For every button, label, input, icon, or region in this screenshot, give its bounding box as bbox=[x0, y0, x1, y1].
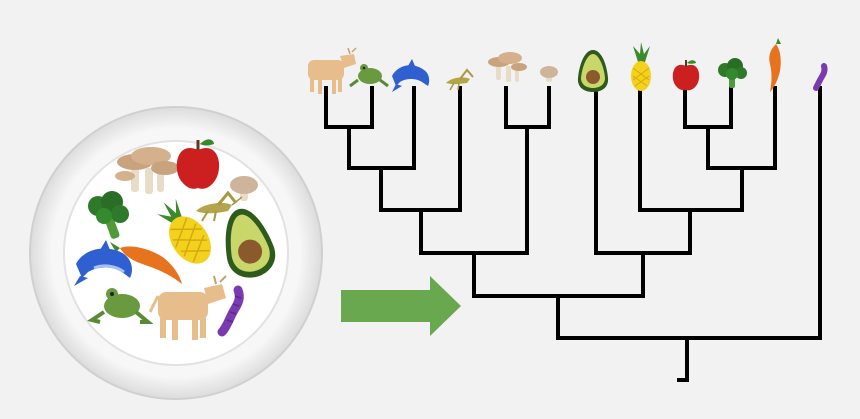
cow-icon bbox=[308, 47, 357, 94]
worm-icon bbox=[217, 285, 244, 337]
cow-icon bbox=[148, 275, 227, 340]
broccoli-icon bbox=[718, 58, 747, 88]
mushroom-icon bbox=[230, 176, 258, 201]
phylogenetic-tree bbox=[324, 86, 822, 382]
mushroom-icon bbox=[540, 66, 558, 82]
pineapple-icon bbox=[157, 198, 211, 264]
broccoli-icon bbox=[88, 191, 129, 239]
chili-pepper-icon bbox=[769, 38, 781, 92]
apple-icon bbox=[672, 60, 700, 91]
dolphin-icon bbox=[392, 59, 430, 92]
arrow-right-icon bbox=[341, 276, 461, 336]
tree-leaf-icons bbox=[308, 38, 828, 94]
avocado-icon bbox=[577, 50, 609, 92]
avocado-icon bbox=[225, 208, 276, 278]
dolphin-icon bbox=[74, 240, 132, 286]
worm-icon bbox=[813, 63, 828, 91]
mushroom-cluster-icon bbox=[115, 147, 179, 194]
plate-food bbox=[74, 139, 276, 340]
grasshopper-icon bbox=[196, 190, 243, 222]
frog-icon bbox=[349, 64, 389, 88]
plate bbox=[29, 106, 323, 400]
apple-icon bbox=[176, 139, 220, 189]
pineapple-icon bbox=[631, 42, 651, 91]
grasshopper-icon bbox=[446, 68, 474, 91]
frog-icon bbox=[87, 288, 154, 324]
chili-pepper-icon bbox=[110, 242, 182, 284]
mushroom-cluster-icon bbox=[488, 52, 527, 82]
